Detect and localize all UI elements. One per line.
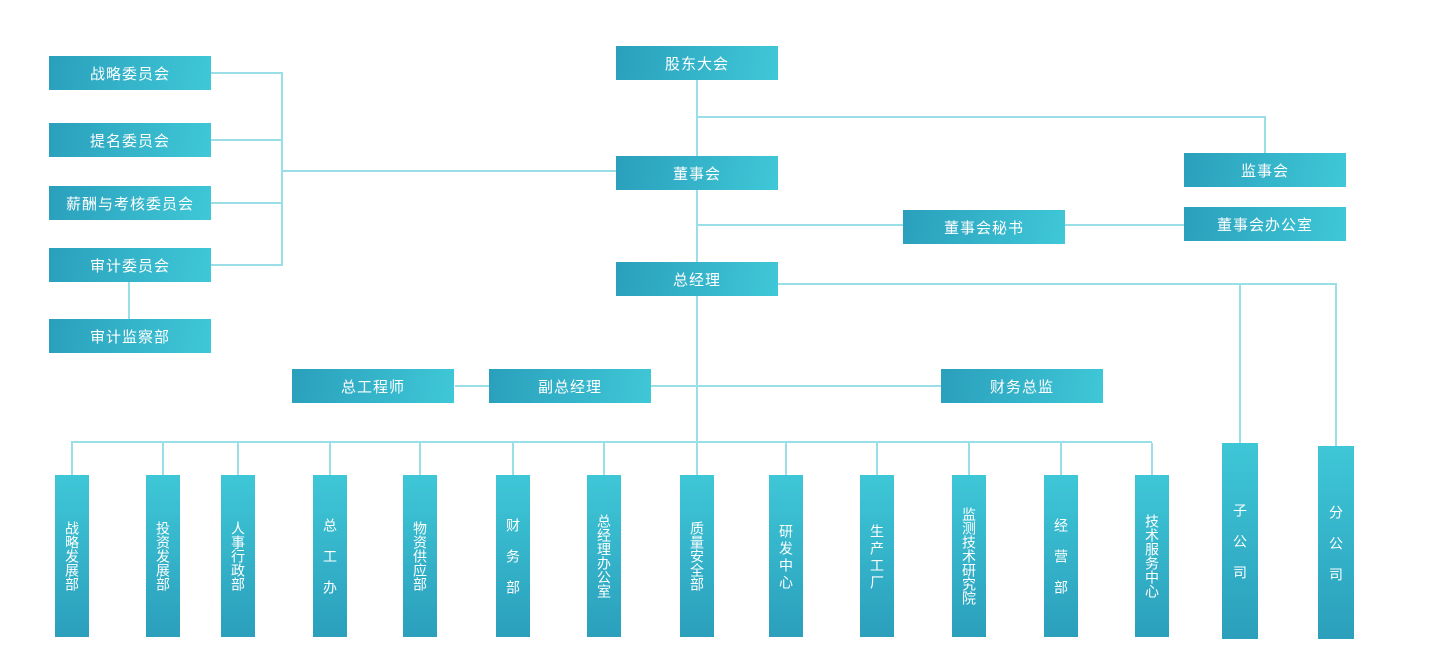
connector-line [696, 116, 1266, 118]
node-hr-admin-dept[interactable]: 人事行政部 [221, 475, 255, 637]
connector-line [211, 202, 281, 204]
connector-line [455, 385, 489, 387]
node-deputy-general-manager[interactable]: 副总经理 [489, 369, 651, 403]
node-chief-engineer[interactable]: 总工程师 [292, 369, 454, 403]
node-general-manager[interactable]: 总经理 [616, 262, 778, 296]
connector-line [512, 443, 514, 476]
node-audit-supervision-dept[interactable]: 审计监察部 [49, 319, 211, 353]
node-board-of-directors[interactable]: 董事会 [616, 156, 778, 190]
node-board-secretary[interactable]: 董事会秘书 [903, 210, 1065, 244]
node-subsidiary-company[interactable]: 子公司 [1222, 443, 1258, 639]
node-business-dept[interactable]: 经营部 [1044, 475, 1078, 637]
node-production-factory[interactable]: 生产工厂 [860, 475, 894, 637]
connector-line [211, 72, 281, 74]
connector-line [71, 443, 73, 476]
connector-line [651, 385, 941, 387]
node-shareholders-meeting[interactable]: 股东大会 [616, 46, 778, 80]
connector-line [785, 443, 787, 476]
connector-line [968, 443, 970, 476]
node-material-supply-dept[interactable]: 物资供应部 [403, 475, 437, 637]
connector-line [1065, 224, 1184, 226]
node-branch-company[interactable]: 分公司 [1318, 446, 1354, 639]
node-chief-engineer-office[interactable]: 总工办 [313, 475, 347, 637]
connector-line [1151, 443, 1153, 476]
connector-line [128, 282, 130, 319]
connector-line [876, 443, 878, 476]
node-quality-safety-dept[interactable]: 质量安全部 [680, 475, 714, 637]
connector-line [329, 443, 331, 476]
node-investment-development-dept[interactable]: 投资发展部 [146, 475, 180, 637]
node-supervisory-board[interactable]: 监事会 [1184, 153, 1346, 187]
connector-line [778, 283, 1336, 285]
connector-line [1060, 443, 1062, 476]
connector-line [281, 72, 283, 266]
node-remuneration-committee[interactable]: 薪酬与考核委员会 [49, 186, 211, 220]
node-gm-office[interactable]: 总经理办公室 [587, 475, 621, 637]
connector-line [237, 443, 239, 476]
connector-line [162, 443, 164, 476]
node-monitoring-tech-institute[interactable]: 监测技术研究院 [952, 475, 986, 637]
node-board-office[interactable]: 董事会办公室 [1184, 207, 1346, 241]
connector-line [211, 264, 281, 266]
connector-line [281, 170, 616, 172]
node-finance-dept[interactable]: 财务部 [496, 475, 530, 637]
connector-line [1335, 283, 1337, 447]
connector-line [1239, 283, 1241, 444]
connector-line [1264, 116, 1266, 154]
node-nomination-committee[interactable]: 提名委员会 [49, 123, 211, 157]
node-strategic-development-dept[interactable]: 战略发展部 [55, 475, 89, 637]
node-strategy-committee[interactable]: 战略委员会 [49, 56, 211, 90]
connector-line [696, 224, 903, 226]
connector-line [696, 190, 698, 262]
connector-line [603, 443, 605, 476]
node-finance-director[interactable]: 财务总监 [941, 369, 1103, 403]
connector-line [696, 80, 698, 156]
node-rd-center[interactable]: 研发中心 [769, 475, 803, 637]
connector-line [71, 441, 1152, 443]
node-audit-committee[interactable]: 审计委员会 [49, 248, 211, 282]
node-tech-service-center[interactable]: 技术服务中心 [1135, 475, 1169, 637]
connector-line [419, 443, 421, 476]
connector-line [211, 139, 281, 141]
